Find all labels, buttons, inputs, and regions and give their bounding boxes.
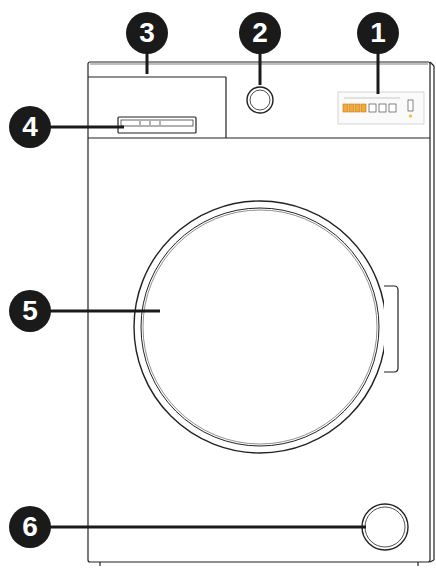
- leader-lines: [50, 52, 378, 527]
- callout-number: 5: [22, 297, 38, 325]
- display-panel: [338, 92, 424, 124]
- door: [134, 201, 398, 453]
- callout-badge: 4: [9, 106, 51, 148]
- callout-number: 4: [22, 113, 38, 141]
- filter-cover: [362, 504, 408, 550]
- callout-number: 3: [139, 19, 155, 47]
- callout-badge: 2: [239, 12, 281, 54]
- machine-body: [88, 62, 434, 566]
- callout-badge: 5: [9, 290, 51, 332]
- callout-number: 2: [252, 19, 268, 47]
- callout-number: 6: [22, 513, 38, 541]
- callout-number: 1: [370, 19, 386, 47]
- callout-badge: 3: [126, 12, 168, 54]
- callout-badge: 6: [9, 506, 51, 548]
- detergent-drawer: [118, 117, 196, 133]
- callout-badge: 1: [357, 12, 399, 54]
- program-knob: [247, 87, 273, 113]
